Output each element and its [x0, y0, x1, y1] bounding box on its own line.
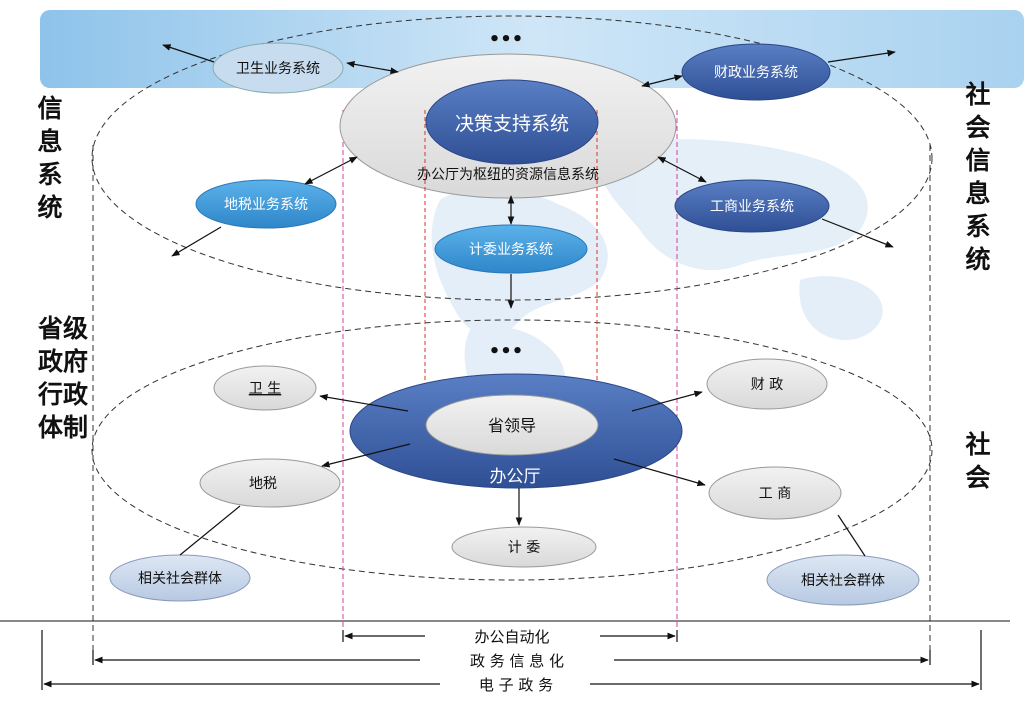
- social-groups-left-label: 相关社会群体: [138, 571, 222, 587]
- local-tax-system-node: 地税业务系统: [195, 179, 337, 229]
- egov-label: 电 子 政 务: [479, 676, 553, 694]
- health-system-node: 卫生业务系统: [212, 42, 344, 94]
- dept-health-label: 卫 生: [249, 381, 281, 397]
- provincial-admin-line: 省级: [37, 314, 88, 343]
- social-info-system-char: 信: [965, 146, 991, 175]
- arrow-office-finance: [631, 390, 703, 412]
- provincial-admin-label: 省级政府行政体制: [28, 312, 98, 444]
- dept-commerce-node: 工 商: [708, 466, 842, 520]
- provincial-admin-line: 体制: [37, 413, 88, 442]
- arrow-commerce-out: [821, 218, 894, 248]
- social-info-system-char: 息: [965, 179, 991, 208]
- social-info-system-label: 社会信息系统: [960, 78, 996, 276]
- top-ellipsis: •••: [489, 29, 524, 50]
- dept-health-node: 卫 生: [213, 365, 317, 411]
- dept-finance-label: 财 政: [751, 377, 783, 393]
- arrow-tax-out: [171, 226, 222, 257]
- provincial-admin-line: 政府: [37, 347, 88, 376]
- scope-bars: [41, 630, 982, 690]
- commerce-system-label: 工商业务系统: [710, 199, 794, 215]
- social-info-system-char: 社: [965, 80, 991, 109]
- link-tax-groups: [179, 505, 241, 556]
- social-info-system-char: 系: [965, 212, 991, 241]
- arrow-office-tax: [321, 443, 411, 468]
- link-commerce-groups: [837, 514, 866, 557]
- arrow-finance-hub: [641, 74, 683, 88]
- social-info-system-char: 会: [965, 113, 991, 142]
- admin-layer-ellipse: [91, 319, 933, 581]
- bottom-layer-arrows: [179, 390, 866, 557]
- dept-planning-label: 计 委: [508, 540, 540, 556]
- dept-planning-node: 计 委: [451, 526, 597, 568]
- info-system-char: 统: [37, 193, 63, 222]
- top-layer-arrows: [162, 44, 896, 309]
- dept-local-tax-node: 地税: [199, 458, 341, 508]
- bottom-ellipsis: •••: [489, 341, 524, 362]
- info-layer-ellipse: [91, 15, 933, 301]
- leader-node: [425, 394, 599, 456]
- arrow-office-commerce: [613, 458, 706, 487]
- arrow-commerce-hub: [657, 156, 707, 183]
- commerce-system-node: 工商业务系统: [674, 179, 830, 233]
- social-groups-right-node: 相关社会群体: [766, 554, 920, 606]
- arrow-office-health: [319, 393, 409, 412]
- office-node: 省领导 办公厅: [349, 373, 683, 489]
- office-label: 办公厅: [490, 467, 541, 487]
- finance-system-node: 财政业务系统: [681, 43, 831, 101]
- dept-finance-node: 财 政: [706, 358, 828, 410]
- egov-info-label: 政 务 信 息 化: [470, 652, 564, 670]
- office-automation-label: 办公自动化: [474, 628, 549, 646]
- planning-system-node: 计委业务系统: [434, 224, 588, 274]
- arrow-health-out: [162, 44, 215, 63]
- info-system-char: 息: [37, 127, 63, 156]
- society-char: 社: [965, 430, 991, 459]
- arrow-tax-hub: [304, 156, 358, 185]
- arrow-finance-out: [827, 49, 896, 63]
- decision-support-node: [425, 79, 599, 165]
- social-info-system-char: 统: [965, 245, 991, 274]
- hub-caption: 办公厅为枢纽的资源信息系统: [417, 166, 599, 183]
- info-system-char: 信: [37, 94, 63, 123]
- planning-system-label: 计委业务系统: [469, 242, 553, 258]
- dept-local-tax-label: 地税: [249, 476, 277, 492]
- info-system-char: 系: [37, 160, 63, 189]
- health-system-label: 卫生业务系统: [236, 61, 320, 77]
- social-groups-left-node: 相关社会群体: [109, 554, 251, 602]
- decision-support-label: 决策支持系统: [455, 113, 569, 135]
- leader-label: 省领导: [488, 416, 536, 435]
- society-char: 会: [965, 463, 991, 492]
- society-label: 社会: [960, 428, 996, 494]
- info-system-label: 信息系统: [32, 92, 68, 224]
- finance-system-label: 财政业务系统: [714, 65, 798, 81]
- arrow-health-hub: [346, 61, 399, 74]
- social-groups-right-label: 相关社会群体: [801, 573, 885, 589]
- provincial-admin-line: 行政: [37, 380, 88, 409]
- dept-commerce-label: 工 商: [759, 486, 791, 502]
- local-tax-system-label: 地税业务系统: [224, 197, 308, 213]
